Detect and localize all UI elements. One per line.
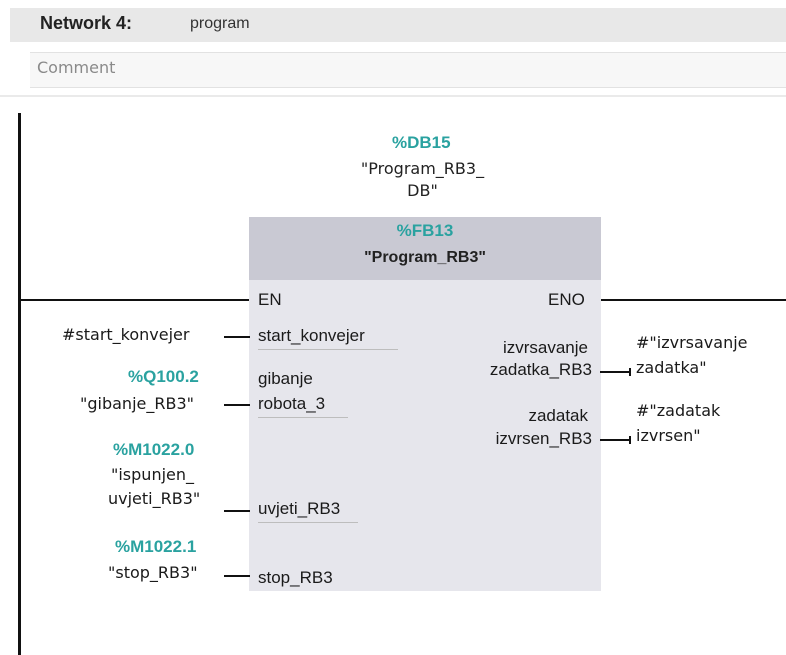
- pin-underline: [258, 349, 398, 350]
- operand-start-konvejer[interactable]: #start_konvejer: [62, 325, 190, 344]
- network-name[interactable]: program: [190, 15, 250, 32]
- pin-eno[interactable]: ENO: [548, 290, 585, 309]
- pin-en[interactable]: EN: [258, 290, 282, 309]
- operand-zadatak-line1[interactable]: #"zadatak: [636, 401, 721, 420]
- output-tick: [629, 368, 631, 376]
- pin-stop-rb3[interactable]: stop_RB3: [258, 568, 333, 587]
- pin-izvrsavanje-line1[interactable]: izvrsavanje: [502, 338, 588, 357]
- comment-placeholder: Comment: [37, 58, 116, 77]
- en-wire[interactable]: [20, 299, 250, 301]
- pin-underline: [258, 522, 358, 523]
- operand-izvrsavanje-line1[interactable]: #"izvrsavanje: [636, 333, 748, 352]
- comment-field[interactable]: [30, 52, 786, 88]
- input-wire: [224, 510, 250, 512]
- network-title: Network 4:: [40, 13, 133, 33]
- function-block-header[interactable]: [249, 217, 601, 280]
- input-wire: [224, 575, 250, 577]
- operand-stop-address[interactable]: %M1022.1: [115, 537, 197, 556]
- divider: [0, 95, 786, 97]
- pin-start-konvejer[interactable]: start_konvejer: [258, 326, 365, 345]
- network-header-bar[interactable]: [10, 8, 786, 42]
- eno-wire[interactable]: [600, 299, 786, 301]
- output-wire: [600, 371, 630, 373]
- instance-db-address[interactable]: %DB15: [392, 133, 451, 152]
- input-wire: [224, 404, 250, 406]
- pin-zadatak-line1[interactable]: zadatak: [528, 406, 588, 425]
- input-wire: [224, 336, 250, 338]
- power-rail: [18, 113, 21, 655]
- pin-underline: [258, 417, 348, 418]
- pin-robota-3[interactable]: robota_3: [258, 394, 326, 413]
- operand-uvjeti-name-line2[interactable]: uvjeti_RB3": [108, 489, 201, 508]
- pin-izvrsavanje-line2[interactable]: zadatka_RB3: [489, 360, 592, 379]
- output-wire: [600, 439, 630, 441]
- function-block-name: "Program_RB3": [364, 249, 486, 266]
- operand-uvjeti-address[interactable]: %M1022.0: [113, 440, 195, 459]
- output-tick: [629, 436, 631, 444]
- operand-uvjeti-name-line1[interactable]: "ispunjen_: [111, 465, 195, 484]
- operand-stop-name[interactable]: "stop_RB3": [108, 563, 198, 582]
- pin-gibanje[interactable]: gibanje: [258, 369, 313, 388]
- operand-gibanje-name[interactable]: "gibanje_RB3": [80, 394, 194, 413]
- operand-izvrsavanje-line2[interactable]: zadatka": [636, 358, 707, 377]
- pin-zadatak-line2[interactable]: izvrsen_RB3: [495, 429, 592, 448]
- function-block-address: %FB13: [396, 221, 454, 240]
- instance-db-name[interactable]: "Program_RB3_ DB": [360, 159, 485, 200]
- pin-uvjeti-rb3[interactable]: uvjeti_RB3: [258, 499, 341, 518]
- operand-gibanje-address[interactable]: %Q100.2: [128, 367, 199, 386]
- operand-zadatak-line2[interactable]: izvrsen": [636, 426, 701, 445]
